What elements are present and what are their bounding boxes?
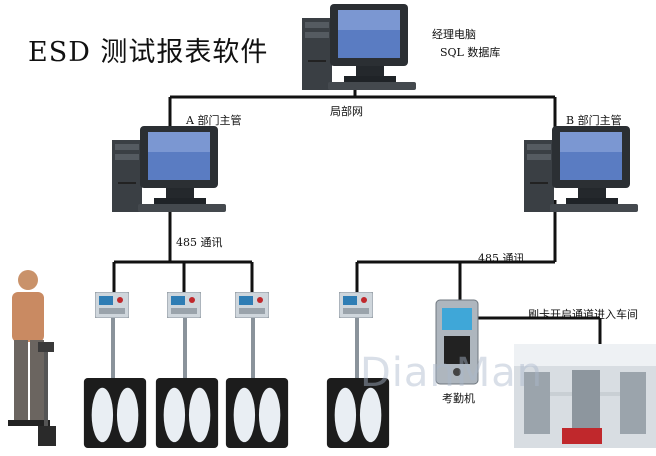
esd-tester-3 <box>225 292 289 448</box>
esd-tester-2 <box>155 292 219 448</box>
comm-a-label: 485 通讯 <box>176 236 223 249</box>
network-lines <box>112 78 602 350</box>
dept-b-label: B 部门主管 <box>566 114 622 127</box>
watermark: DianMan <box>360 350 544 396</box>
attendance-machine-icon <box>435 299 479 385</box>
esd-tester-4 <box>326 292 390 448</box>
esd-tester-icon <box>339 292 373 318</box>
manager-computer-label: 经理电脑 <box>432 28 476 41</box>
esd-tester-icon <box>235 292 269 318</box>
manager-computer-icon <box>302 4 416 90</box>
dept-b-computer-icon <box>524 126 638 212</box>
gate-label: 刷卡开启通道进入车间 <box>528 308 638 321</box>
esd-tester-icon <box>167 292 201 318</box>
dept-a-computer-icon <box>112 126 226 212</box>
lan-label: 局部网 <box>330 105 363 118</box>
comm-b-label: 485 通讯 <box>478 252 525 265</box>
page-title: ESD 测试报表软件 <box>28 37 269 68</box>
esd-tester-icon <box>95 292 129 318</box>
dept-a-label: A 部门主管 <box>186 114 242 127</box>
attendance-label: 考勤机 <box>442 392 475 405</box>
turnstile-gate-photo <box>514 344 656 448</box>
esd-tester-1 <box>83 292 147 448</box>
person-testing-icon <box>8 270 56 446</box>
sql-database-label: SQL 数据库 <box>440 46 501 59</box>
shoe-pad-icon <box>83 378 147 448</box>
shoe-pad-icon <box>225 378 289 448</box>
shoe-pad-icon <box>155 378 219 448</box>
